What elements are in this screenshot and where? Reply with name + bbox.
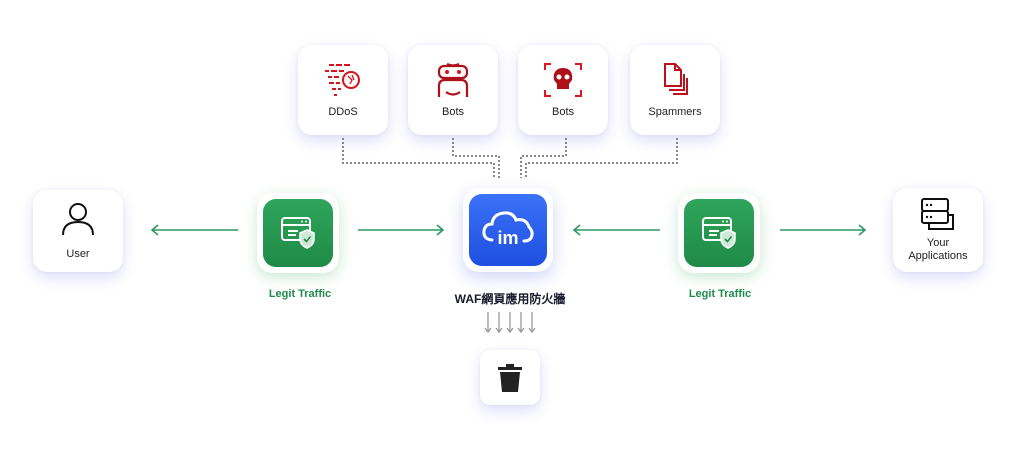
arrow-to-waf-left [358, 224, 445, 236]
legit-traffic-label-right: Legit Traffic [688, 288, 752, 300]
legit-traffic-tile-right [678, 193, 760, 273]
trash-icon [498, 363, 522, 392]
threat-label: Bots [551, 105, 574, 118]
threat-label: Bots [441, 105, 464, 118]
trash-card [480, 350, 540, 405]
server-icon [921, 198, 954, 230]
legit-traffic-tile-left [257, 193, 339, 273]
applications-label-line2: Applications [908, 250, 968, 262]
svg-text:im: im [497, 228, 518, 248]
threat-card-bots-malicious: Bots [518, 45, 608, 135]
robot-icon [437, 62, 469, 97]
applications-card: Your Applications [893, 188, 983, 272]
threat-card-spammers: Spammers [630, 45, 720, 135]
cloud-logo-icon: im [482, 211, 534, 248]
user-label: User [66, 247, 90, 260]
applications-label-line1: Your [926, 237, 950, 249]
ddos-icon [325, 63, 360, 96]
documents-icon [664, 62, 688, 95]
waf-label: WAF網頁應用防火牆 [454, 292, 566, 306]
threat-label: Spammers [648, 105, 702, 118]
arrow-to-apps [780, 224, 867, 236]
user-card: User [33, 190, 123, 272]
legit-traffic-label-left: Legit Traffic [268, 288, 332, 300]
threat-card-bots: Bots [408, 45, 498, 135]
blocked-down-arrows [484, 312, 536, 334]
waf-tile: im [463, 188, 553, 272]
threat-card-ddos: DDoS [298, 45, 388, 135]
secure-browser-icon [702, 217, 736, 249]
secure-browser-icon [281, 217, 315, 249]
threat-label: DDoS [328, 105, 358, 118]
threat-dotted-lines [342, 138, 678, 178]
arrow-to-user [150, 224, 238, 236]
skull-icon [544, 62, 582, 97]
arrow-to-waf-right [572, 224, 660, 236]
user-icon [62, 202, 94, 235]
